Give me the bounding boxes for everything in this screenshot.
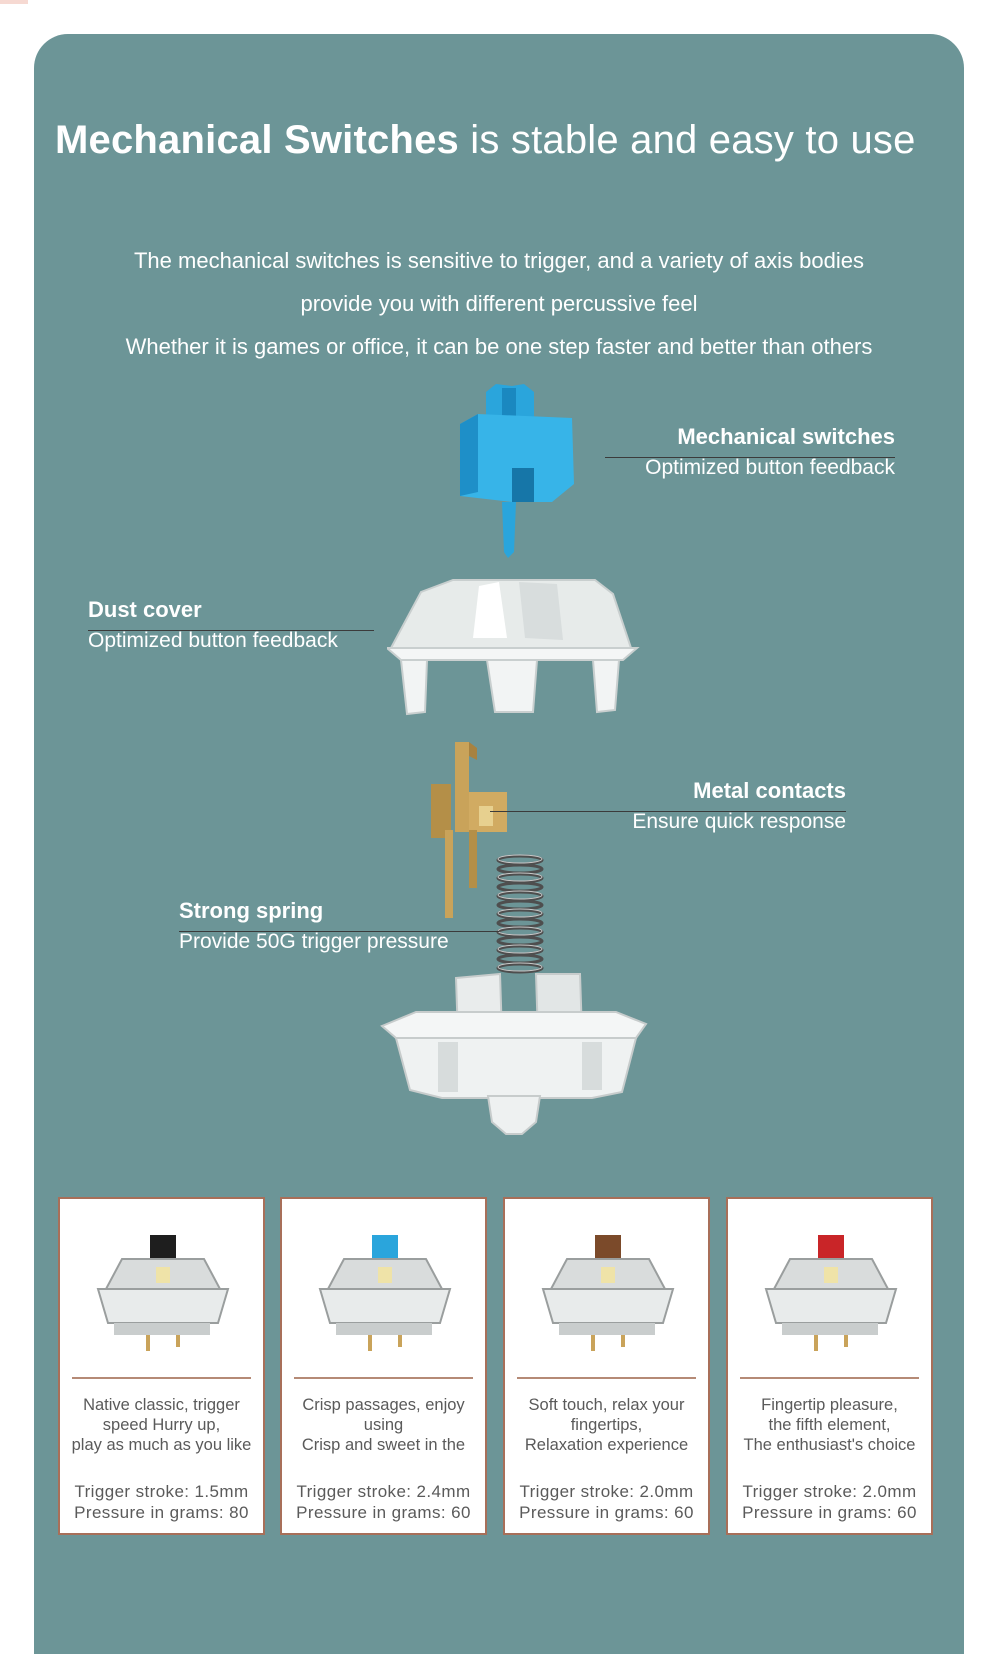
callout-metal-contacts: Metal contacts Ensure quick response: [490, 778, 846, 834]
callout-strong-spring-title: Strong spring: [179, 898, 324, 923]
switch-description-line: speed Hurry up,: [102, 1416, 221, 1434]
callout-mechanical-switches-rule: [605, 457, 895, 458]
switch-image: [318, 1235, 452, 1351]
intro-line-1: The mechanical switches is sensitive to …: [133, 248, 865, 273]
switch-image: [541, 1235, 675, 1351]
card-divider: [72, 1377, 251, 1379]
switch-image: [96, 1235, 230, 1351]
card-divider: [294, 1377, 473, 1379]
switch-specs: Trigger stroke: 2.0mm Pressure in grams:…: [509, 1481, 704, 1523]
switch-card[interactable]: Crisp passages, enjoy using Crisp and sw…: [280, 1197, 487, 1535]
trigger-stroke: Trigger stroke: 2.4mm: [296, 1482, 471, 1501]
bottom-housing-image: [380, 972, 648, 1135]
pressure-grams: Pressure in grams: 60: [296, 1503, 471, 1522]
callout-strong-spring: Strong spring Provide 50G trigger pressu…: [179, 898, 499, 954]
callout-metal-contacts-subtitle: Ensure quick response: [632, 810, 846, 833]
switch-description-line: Crisp passages, enjoy: [302, 1396, 465, 1414]
spring-image: [496, 854, 544, 974]
page-headline: Mechanical Switches is stable and easy t…: [55, 118, 916, 163]
switch-description: Crisp passages, enjoy using Crisp and sw…: [288, 1395, 479, 1455]
switch-description-line: using: [363, 1416, 404, 1434]
trigger-stroke: Trigger stroke: 1.5mm: [74, 1482, 249, 1501]
callout-metal-contacts-title: Metal contacts: [693, 778, 846, 803]
pressure-grams: Pressure in grams: 60: [519, 1503, 694, 1522]
headline-bold: Mechanical Switches: [55, 118, 459, 162]
switch-card[interactable]: Native classic, trigger speed Hurry up, …: [58, 1197, 265, 1535]
switch-description-line: The enthusiast's choice: [743, 1436, 916, 1454]
callout-mechanical-switches-title: Mechanical switches: [677, 424, 895, 449]
callout-metal-contacts-rule: [490, 811, 846, 812]
callout-dust-cover-title: Dust cover: [88, 597, 202, 622]
switch-description-line: Native classic, trigger: [83, 1396, 240, 1414]
callout-mechanical-switches: Mechanical switches Optimized button fee…: [605, 424, 895, 480]
switch-card[interactable]: Soft touch, relax your fingertips, Relax…: [503, 1197, 710, 1535]
switch-card[interactable]: Fingertip pleasure, the fifth element, T…: [726, 1197, 933, 1535]
card-divider: [517, 1377, 696, 1379]
callout-dust-cover-rule: [88, 630, 374, 631]
corner-mark: [0, 0, 28, 4]
pressure-grams: Pressure in grams: 80: [74, 1503, 249, 1522]
switch-description-line: Fingertip pleasure,: [761, 1396, 898, 1414]
switch-image: [764, 1235, 898, 1351]
callout-strong-spring-rule: [179, 931, 499, 932]
card-divider: [740, 1377, 919, 1379]
callout-strong-spring-subtitle: Provide 50G trigger pressure: [179, 930, 449, 953]
switch-specs: Trigger stroke: 2.0mm Pressure in grams:…: [732, 1481, 927, 1523]
callout-dust-cover-subtitle: Optimized button feedback: [88, 629, 338, 652]
switch-description: Fingertip pleasure, the fifth element, T…: [734, 1395, 925, 1455]
intro-line-3: Whether it is games or office, it can be…: [125, 334, 873, 359]
switch-description: Soft touch, relax your fingertips, Relax…: [511, 1395, 702, 1455]
headline-rest: is stable and easy to use: [458, 118, 916, 162]
trigger-stroke: Trigger stroke: 2.0mm: [519, 1482, 694, 1501]
intro-line-2: provide you with different percussive fe…: [300, 291, 698, 316]
switch-description: Native classic, trigger speed Hurry up, …: [66, 1395, 257, 1455]
switch-specs: Trigger stroke: 2.4mm Pressure in grams:…: [286, 1481, 481, 1523]
callout-mechanical-switches-subtitle: Optimized button feedback: [645, 456, 895, 479]
switch-specs: Trigger stroke: 1.5mm Pressure in grams:…: [64, 1481, 259, 1523]
trigger-stroke: Trigger stroke: 2.0mm: [742, 1482, 917, 1501]
switch-description-line: play as much as you like: [71, 1436, 252, 1454]
metal-contacts-image: [431, 742, 507, 918]
switch-description-line: Relaxation experience: [524, 1436, 689, 1454]
switch-description-line: Crisp and sweet in the: [301, 1436, 466, 1454]
dust-cover-image: [387, 579, 640, 716]
callout-dust-cover: Dust cover Optimized button feedback: [88, 597, 374, 653]
pressure-grams: Pressure in grams: 60: [742, 1503, 917, 1522]
switch-description-line: fingertips,: [570, 1416, 643, 1434]
switch-description-line: Soft touch, relax your: [528, 1396, 685, 1414]
blue-stem-image: [460, 384, 574, 558]
switch-description-line: the fifth element,: [768, 1416, 891, 1434]
